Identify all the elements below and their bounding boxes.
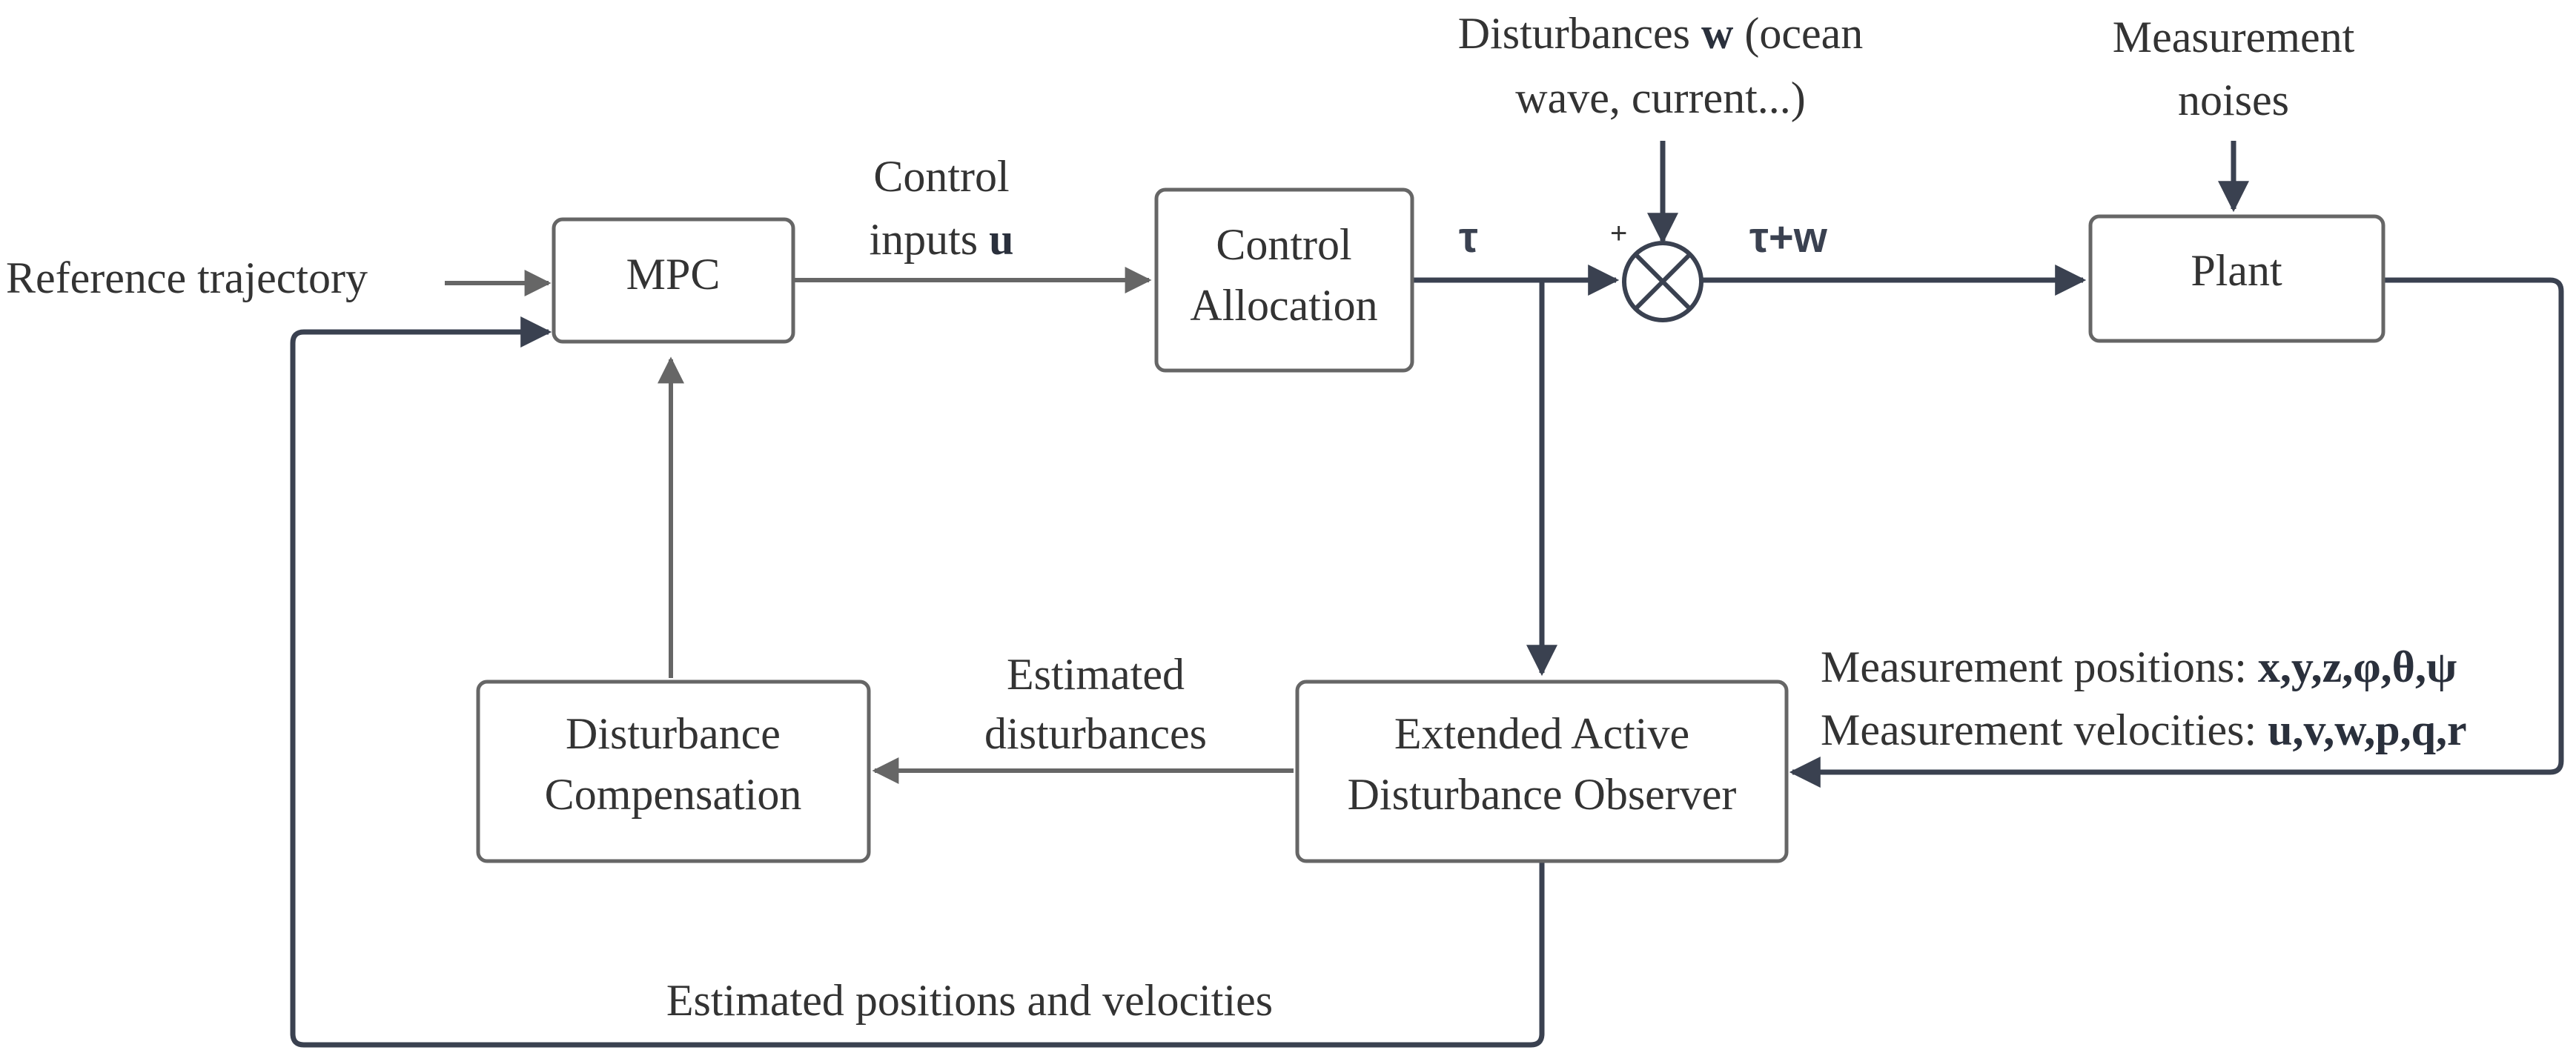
disturbances-label-line1: Disturbances w (ocean [1458, 9, 1863, 58]
measurement-noises-label-line2: noises [2178, 76, 2289, 124]
tau-plus-w-label: τ+w [1749, 213, 1828, 262]
mpc-label: MPC [626, 250, 721, 299]
disturbances-label-line2: wave, current...) [1515, 73, 1805, 122]
estimated-positions-velocities-label: Estimated positions and velocities [666, 976, 1273, 1025]
measurement-positions-label: Measurement positions: x,y,z,φ,θ,ψ [1821, 642, 2457, 691]
control-inputs-label-line1: Control [873, 152, 1009, 201]
control-allocation-block[interactable]: Control Allocation [1154, 187, 1414, 373]
disturbance-compensation-block[interactable]: Disturbance Compensation [476, 680, 871, 863]
mpc-block[interactable]: MPC [552, 217, 795, 344]
eado-label-line2: Disturbance Observer [1348, 770, 1737, 819]
control-inputs-label-line2: inputs u [869, 215, 1013, 264]
disturbance-compensation-label-line2: Compensation [545, 770, 802, 819]
disturbance-compensation-label-line1: Disturbance [566, 709, 781, 758]
measurement-velocities-label: Measurement velocities: u,v,w,p,q,r [1821, 705, 2467, 754]
control-allocation-label-line1: Control [1216, 220, 1351, 269]
estimated-states-feedback-arrow [290, 316, 1545, 1048]
summing-junction [1622, 241, 1703, 322]
tau-label: τ [1459, 213, 1478, 262]
estimated-disturbances-label-line1: Estimated [1007, 650, 1185, 699]
extended-active-disturbance-observer-block[interactable]: Extended Active Disturbance Observer [1295, 680, 1789, 863]
plus-sign: + [1610, 217, 1627, 250]
measurement-noises-label-line1: Measurement [2113, 13, 2355, 62]
estimated-disturbances-label-line2: disturbances [984, 709, 1207, 758]
eado-label-line1: Extended Active [1394, 709, 1689, 758]
reference-trajectory-label: Reference trajectory [6, 253, 368, 302]
plant-label: Plant [2191, 246, 2282, 295]
plant-block[interactable]: Plant [2088, 214, 2385, 343]
plant-output-feedback-arrow [1789, 277, 2564, 788]
control-allocation-label-line2: Allocation [1190, 281, 1377, 330]
